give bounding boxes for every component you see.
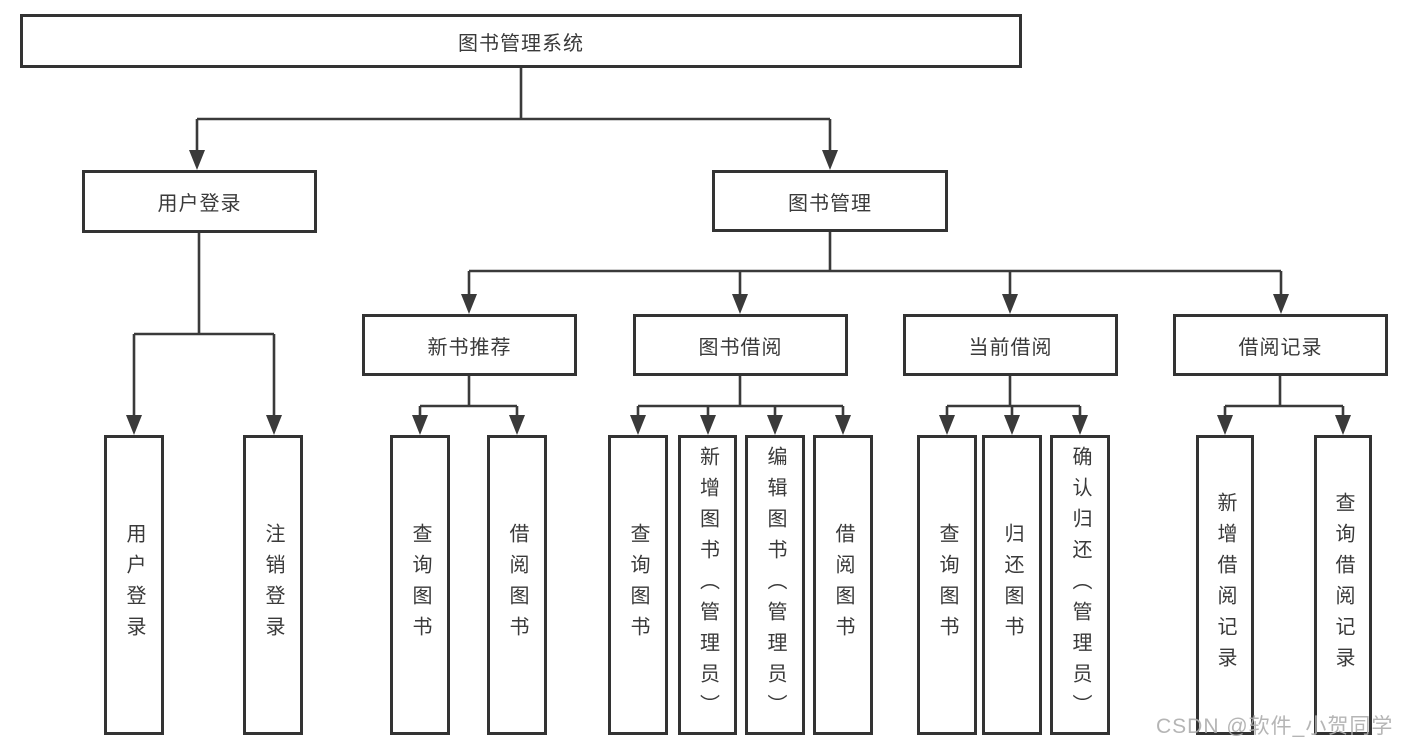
node-leaf-br-query-record-label: 查询借阅记录 — [1332, 492, 1354, 678]
node-current-borrowing: 当前借阅 — [903, 314, 1118, 376]
node-leaf-cb-confirm-return: 确认归还（管理员） — [1050, 435, 1110, 735]
node-leaf-user-login-label: 用户登录 — [123, 523, 145, 647]
node-leaf-cb-confirm-return-label: 确认归还（管理员） — [1069, 445, 1091, 725]
node-leaf-user-login: 用户登录 — [104, 435, 164, 735]
node-user-login-label: 用户登录 — [157, 193, 242, 215]
node-leaf-br-add-record: 新增借阅记录 — [1196, 435, 1254, 735]
node-leaf-logout-label: 注销登录 — [262, 523, 284, 647]
node-leaf-cb-query-books: 查询图书 — [917, 435, 977, 735]
node-book-management: 图书管理 — [712, 170, 948, 232]
node-leaf-bb-add-books: 新增图书（管理员） — [678, 435, 737, 735]
node-current-borrowing-label: 当前借阅 — [968, 336, 1053, 359]
node-leaf-bb-borrow-books-label: 借阅图书 — [832, 523, 854, 647]
csdn-watermark: CSDN @软件_小贺同学 — [1156, 715, 1394, 738]
node-root-label: 图书管理系统 — [458, 32, 584, 55]
node-leaf-cb-query-books-label: 查询图书 — [936, 523, 958, 647]
node-user-login: 用户登录 — [82, 170, 317, 233]
node-leaf-bb-edit-books: 编辑图书（管理员） — [745, 435, 805, 735]
node-leaf-cb-return-books: 归还图书 — [982, 435, 1042, 735]
node-new-book-recommendation-label: 新书推荐 — [427, 336, 512, 359]
node-leaf-bb-add-books-label: 新增图书（管理员） — [696, 445, 719, 725]
node-leaf-logout: 注销登录 — [243, 435, 303, 735]
node-leaf-br-query-record: 查询借阅记录 — [1314, 435, 1372, 735]
node-leaf-nbr-query-books: 查询图书 — [390, 435, 450, 735]
node-leaf-br-add-record-label: 新增借阅记录 — [1214, 492, 1236, 678]
node-new-book-recommendation: 新书推荐 — [362, 314, 577, 376]
node-borrowing-records: 借阅记录 — [1173, 314, 1388, 376]
node-leaf-bb-edit-books-label: 编辑图书（管理员） — [764, 445, 786, 725]
node-leaf-bb-query-books-label: 查询图书 — [627, 523, 649, 647]
node-leaf-cb-return-books-label: 归还图书 — [1001, 523, 1023, 647]
node-book-management-label: 图书管理 — [788, 192, 872, 215]
node-book-borrowing-label: 图书借阅 — [698, 336, 783, 359]
node-leaf-bb-borrow-books: 借阅图书 — [813, 435, 873, 735]
node-leaf-nbr-borrow-books-label: 借阅图书 — [506, 523, 528, 647]
node-root: 图书管理系统 — [20, 14, 1022, 68]
node-leaf-nbr-query-books-label: 查询图书 — [409, 523, 431, 647]
node-leaf-nbr-borrow-books: 借阅图书 — [487, 435, 547, 735]
node-borrowing-records-label: 借阅记录 — [1238, 336, 1323, 359]
node-leaf-bb-query-books: 查询图书 — [608, 435, 668, 735]
node-book-borrowing: 图书借阅 — [633, 314, 848, 376]
